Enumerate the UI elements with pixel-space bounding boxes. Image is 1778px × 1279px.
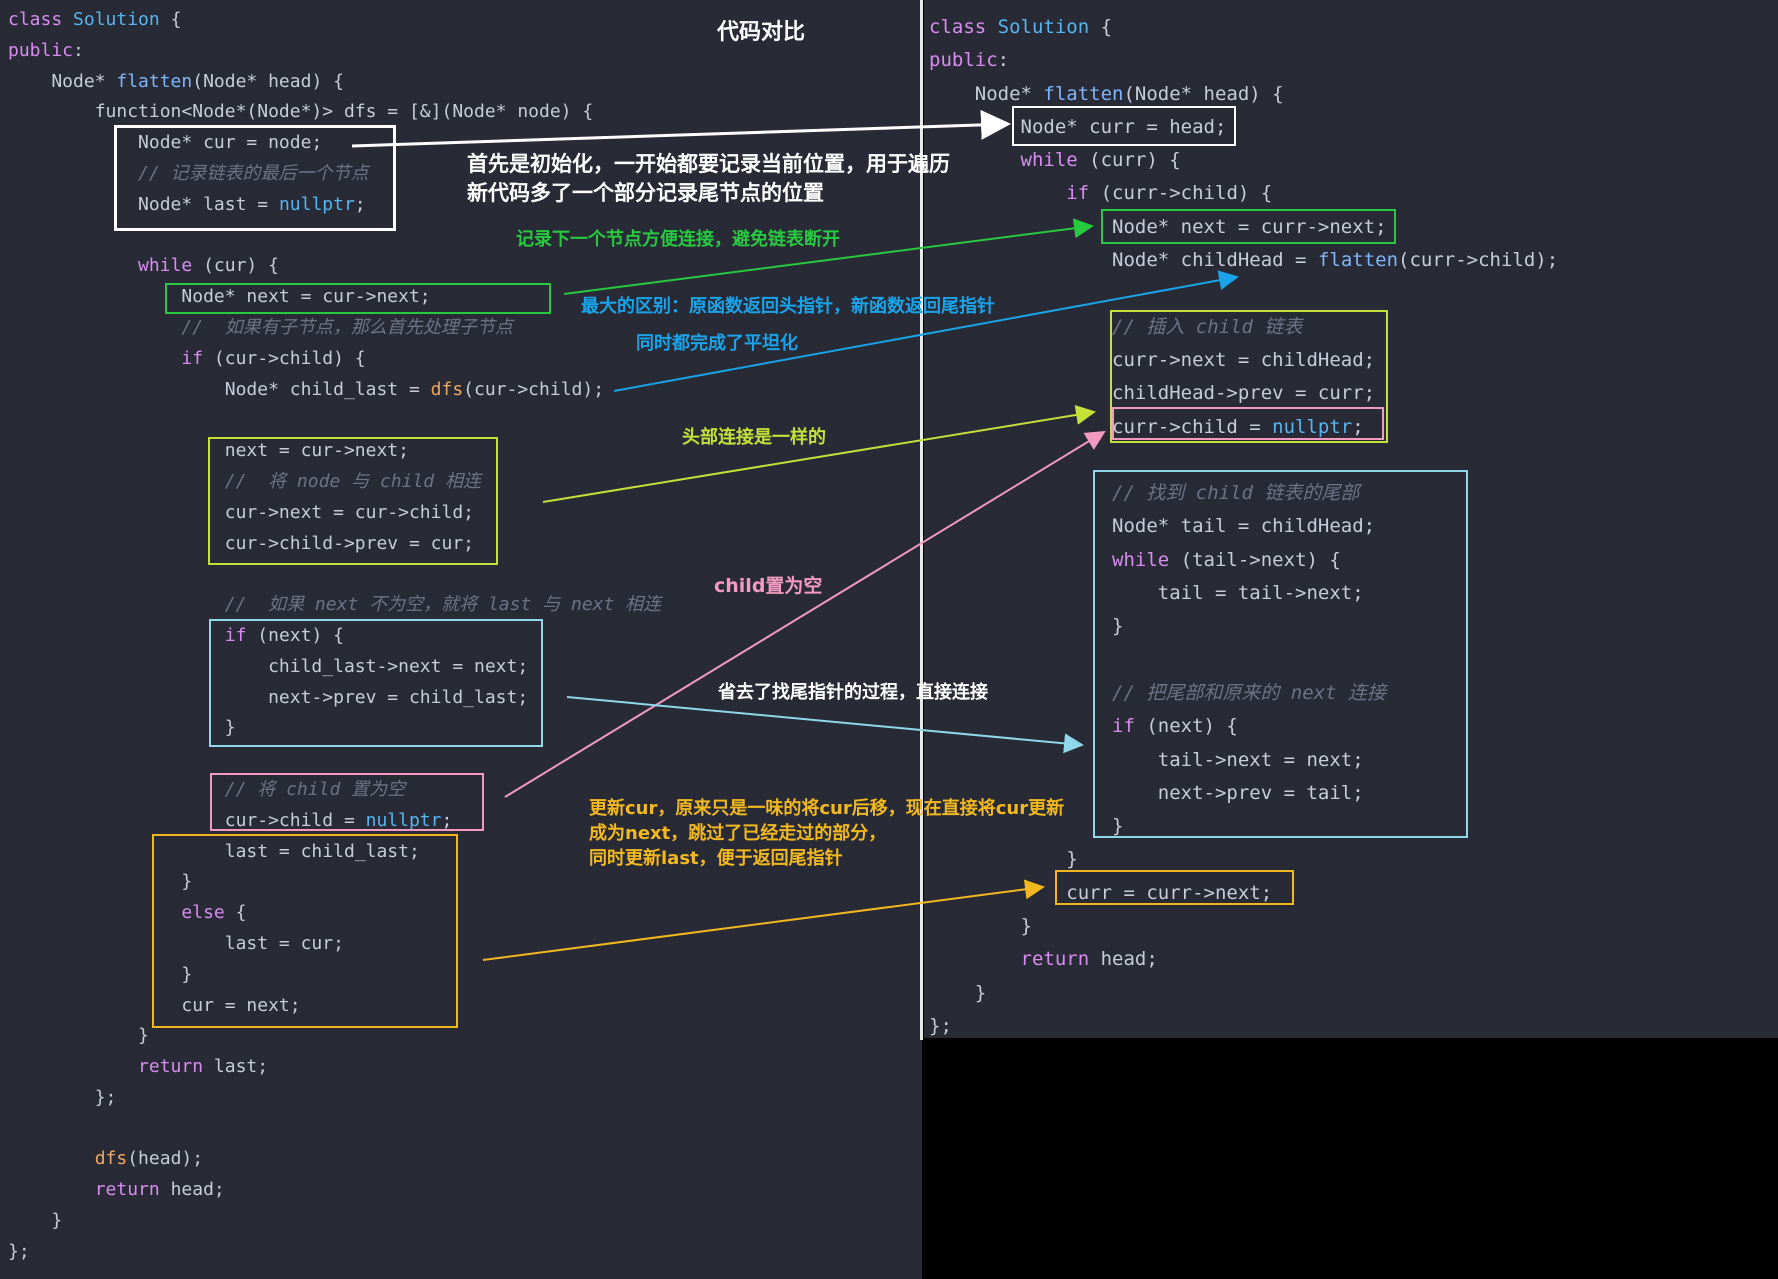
code-line: // 如果有子节点，那么首先处理子节点 xyxy=(181,316,513,338)
code-line: Node* tail = childHead; xyxy=(929,515,1376,538)
code-line: if (next) { xyxy=(224,624,344,646)
arrow-update xyxy=(482,879,1045,961)
code-line: Node* next = cur->next; xyxy=(8,286,431,308)
code-line: } xyxy=(8,1025,149,1047)
code-line: cur->child->prev = cur; xyxy=(8,532,474,554)
code-line: cur->child = nullptr; xyxy=(8,809,453,831)
annotation-skiptail: 省去了找尾指针的过程，直接连接 xyxy=(718,682,988,703)
code-line: } xyxy=(8,871,193,893)
code-line: last = cur; xyxy=(8,932,344,954)
code-line: dfs(head); xyxy=(94,1148,204,1170)
annotation-childnull: child置为空 xyxy=(714,575,823,597)
code-line: tail = tail->next; xyxy=(929,582,1364,605)
pane-divider xyxy=(920,0,923,1040)
arrow-childnull xyxy=(504,430,1106,798)
code-line: while (tail->next) { xyxy=(1112,548,1341,571)
arrow-next xyxy=(563,218,1094,295)
code-line: // 将 node 与 child 相连 xyxy=(224,470,481,492)
code-line: if (cur->child) { xyxy=(181,347,366,369)
arrow-head xyxy=(542,405,1096,503)
annotation-head: 头部连接是一样的 xyxy=(682,427,826,448)
code-line: child_last->next = next; xyxy=(8,655,529,677)
left-ifnext-box xyxy=(209,619,543,747)
code-line: return head; xyxy=(1020,948,1158,971)
code-line: // 记录链表的最后一个节点 xyxy=(138,162,369,184)
code-line: } xyxy=(929,815,1124,838)
code-line: // 将 child 置为空 xyxy=(224,778,406,800)
code-line: childHead->prev = curr; xyxy=(929,382,1376,405)
code-line: return last; xyxy=(138,1056,269,1078)
code-line: // 把尾部和原来的 next 连接 xyxy=(1112,681,1386,704)
code-line: } xyxy=(929,915,1032,938)
code-line: // 找到 child 链表的尾部 xyxy=(1112,482,1360,505)
code-line: else { xyxy=(181,902,247,924)
code-line: }; xyxy=(929,1014,952,1037)
code-line: Node* cur = node; xyxy=(8,132,323,154)
code-line: public: xyxy=(8,39,84,61)
code-line: // 插入 child 链表 xyxy=(1112,315,1303,338)
code-line: next->prev = tail; xyxy=(929,781,1364,804)
right-update-box xyxy=(1055,870,1294,905)
code-line: Node* last = nullptr; xyxy=(8,193,366,215)
right-code-block: class Solution { public: Node* flatten(No… xyxy=(929,11,1558,1043)
arrow-diff xyxy=(613,270,1239,392)
code-line: class Solution { xyxy=(929,16,1113,38)
code-line: curr = curr->next; xyxy=(929,881,1273,904)
right-code-pane: class Solution { public: Node* flatten(No… xyxy=(924,0,1778,1038)
code-line: last = child_last; xyxy=(8,840,420,862)
code-line: // 如果 next 不为空，就将 last 与 next 相连 xyxy=(224,594,662,616)
left-code-pane: class Solution { public: Node* flatten(No… xyxy=(0,0,922,1279)
left-childnull-box xyxy=(210,773,484,831)
page-title: 代码对比 xyxy=(717,20,806,45)
code-line: Node* child_last = dfs(cur->child); xyxy=(8,378,605,400)
code-line: Node* flatten(Node* head) { xyxy=(929,82,1284,105)
right-tail-box xyxy=(1093,470,1468,838)
code-line: cur = next; xyxy=(8,994,301,1016)
code-line: while (curr) { xyxy=(1020,149,1181,172)
code-line: curr->child = nullptr; xyxy=(929,415,1364,438)
arrow-skiptail xyxy=(566,696,1084,754)
left-init-box xyxy=(114,125,396,231)
code-line: } xyxy=(8,963,193,985)
code-line: function<Node*(Node*)> dfs = [&](Node* n… xyxy=(8,101,594,123)
code-line: } xyxy=(8,717,236,739)
code-line: } xyxy=(929,615,1124,638)
code-line: next = cur->next; xyxy=(8,440,409,462)
code-line: Node* next = curr->next; xyxy=(929,215,1387,238)
left-update-box xyxy=(152,834,458,1028)
code-line: next->prev = child_last; xyxy=(8,686,529,708)
right-next-box xyxy=(1101,209,1396,244)
code-line: cur->next = cur->child; xyxy=(8,501,474,523)
code-line: tail->next = next; xyxy=(929,748,1364,771)
annotation-diff: 最大的区别：原函数返回头指针，新函数返回尾指针 xyxy=(581,296,995,317)
right-init-box xyxy=(1012,106,1236,146)
code-line: Node* curr = head; xyxy=(929,115,1227,138)
code-line: if (curr->child) { xyxy=(1066,182,1273,205)
code-line: curr->next = childHead; xyxy=(929,348,1376,371)
annotation-flat: 同时都完成了平坦化 xyxy=(636,333,798,354)
code-line: while (cur) { xyxy=(138,255,279,277)
code-line: }; xyxy=(8,1086,117,1108)
annotation-update: 更新cur，原来只是一味的将cur后移，现在直接将cur更新 成为next，跳过… xyxy=(589,798,1065,869)
code-line: if (next) { xyxy=(1112,715,1238,738)
annotation-next: 记录下一个节点方便连接，避免链表断开 xyxy=(516,229,840,250)
right-childnull-box xyxy=(1112,407,1384,440)
code-line: public: xyxy=(929,49,1010,72)
arrow-init xyxy=(351,109,1011,148)
code-line: } xyxy=(929,981,987,1004)
code-line: Node* flatten(Node* head) { xyxy=(8,70,344,92)
code-line: } xyxy=(929,848,1078,871)
left-connect-box xyxy=(208,437,498,565)
annotation-init: 首先是初始化，一开始都要记录当前位置，用于遍历 新代码多了一个部分记录尾节点的位… xyxy=(467,152,950,205)
code-line: }; xyxy=(8,1240,30,1262)
left-next-box xyxy=(165,283,551,314)
code-line: Node* childHead = flatten(curr->child); xyxy=(929,249,1559,272)
code-line: } xyxy=(8,1210,63,1232)
left-code-block: class Solution { public: Node* flatten(No… xyxy=(8,5,661,1268)
code-line: return head; xyxy=(94,1179,225,1201)
code-line: class Solution { xyxy=(8,9,182,30)
right-connect-box xyxy=(1110,310,1388,443)
